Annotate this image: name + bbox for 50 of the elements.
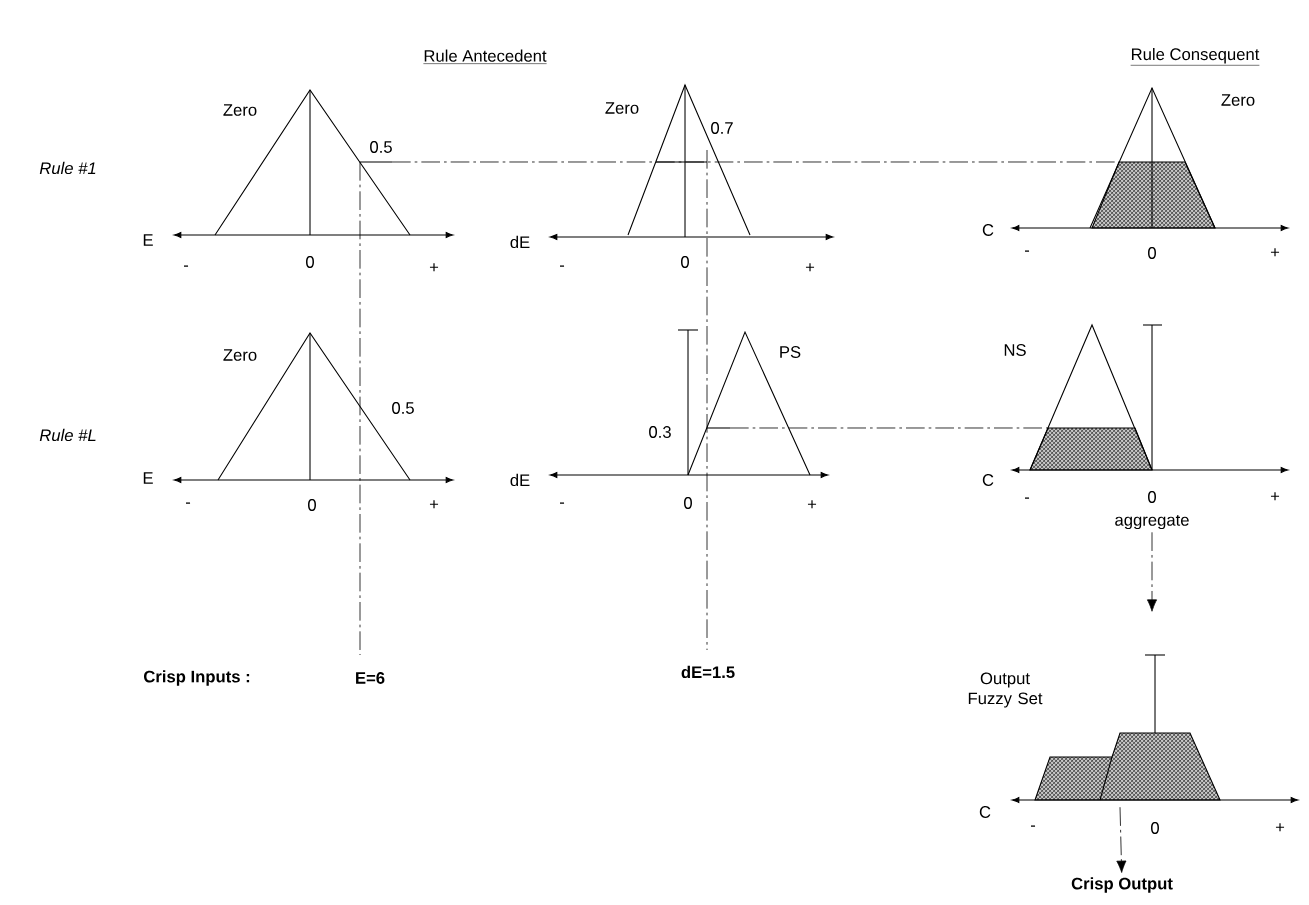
axis-variable: C [982,224,994,236]
tick-label: - [185,502,191,504]
axis-variable: dE [510,473,530,487]
tick-label: 0 [1151,822,1159,834]
arrow [1147,531,1157,612]
tick-label: + [429,500,439,509]
set-name: Zero [223,349,257,361]
set-name: PS [780,346,801,358]
set-name: NS [1004,344,1026,356]
tick-label: - [559,265,565,267]
membership-value: 0.5 [370,141,392,153]
membership-value: 0.3 [649,426,671,438]
rule-label: Rule #1 [39,161,96,175]
tick-label: - [1024,250,1030,252]
flow-label: aggregate [1115,514,1189,530]
rule-label: Rule #L [39,428,96,442]
arrow [1116,806,1127,873]
axis-variable: dE [510,235,530,249]
tick-label: 0 [306,256,314,268]
section-heading: Rule Antecedent [423,49,547,64]
axis-variable: E [143,234,153,246]
input-label: Crisp Inputs : [144,670,250,686]
membership-value: 0.7 [711,122,733,134]
tick-label: 0 [1148,491,1156,503]
tick-label: - [1024,497,1030,499]
tick-label: + [807,500,817,509]
tick-label: 0 [684,497,692,509]
tick-label: + [429,263,439,272]
flow-label: Crisp Output [1071,877,1173,893]
tick-label: 0 [681,256,689,268]
input-value: dE=1.5 [681,665,735,679]
tick-label: - [183,265,189,267]
set-name: Zero [223,104,257,116]
axis-variable: E [143,472,153,484]
tick-label: 0 [308,499,316,511]
tick-label: + [1270,492,1280,501]
tick-label: + [1270,248,1280,257]
input-value: E=6 [356,672,385,684]
membership-value: 0.5 [392,402,414,414]
tick-label: + [1275,823,1285,832]
tick-label: - [1030,825,1036,827]
axis-variable: C [982,474,994,486]
tick-label: - [559,502,565,504]
set-name: Zero [1221,94,1255,106]
output-set-plot: Output Fuzzy Set [968,672,1221,801]
tick-label: 0 [1148,247,1156,259]
set-name: Zero [605,102,639,114]
node-label: Output Fuzzy Set [968,672,1043,708]
section-heading: Rule Consequent [1130,47,1260,66]
tick-label: + [805,263,815,272]
